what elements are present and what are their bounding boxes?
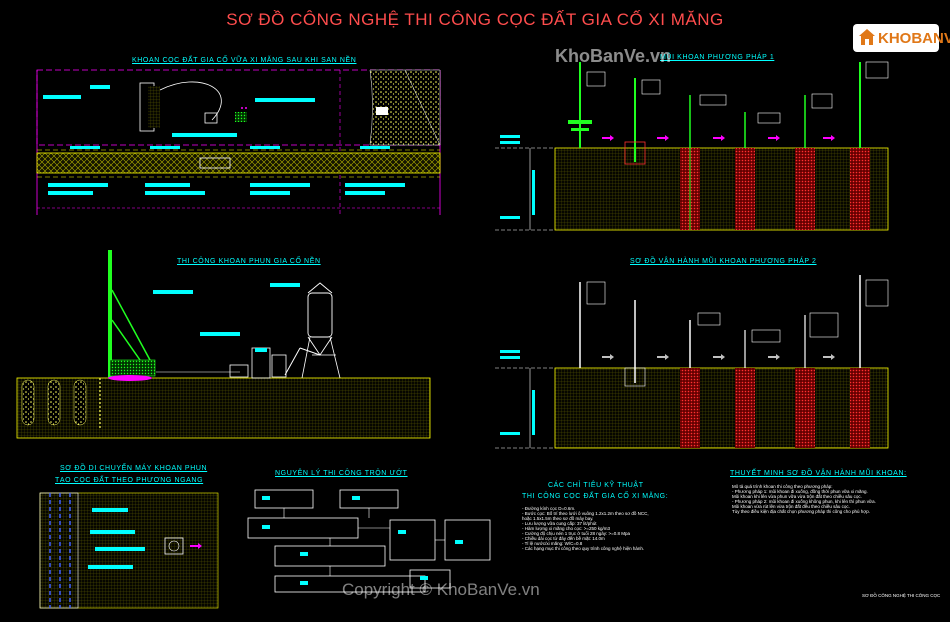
page-title: SƠ ĐỒ CÔNG NGHỆ THI CÔNG CỌC ĐẤT GIA CỐ …	[226, 10, 724, 29]
section-title-method1: MŨI KHOAN PHƯƠNG PHÁP 1	[660, 54, 775, 61]
section-title-plan: KHOAN CỌC ĐẤT GIA CỐ VỮA XI MĂNG SAU KHI…	[132, 57, 357, 64]
method1-diagram	[495, 61, 889, 231]
explain-item: Mô tả quá trình khoan thi công theo phươ…	[732, 484, 833, 489]
section-title-principle: NGUYÊN LÝ THI CÔNG TRỘN ƯỚT	[275, 470, 408, 477]
section-title-explain: THUYẾT MINH SƠ ĐỒ VẬN HÀNH MŨI KHOAN:	[730, 470, 907, 477]
spec-item: hoặc 1.5x1.5m theo sơ đồ máy bay.	[522, 516, 594, 521]
spec-item: - Đường kính cọc D=0.6m.	[522, 506, 576, 511]
drilling-rig-diagram	[16, 250, 431, 439]
section-title-spec-1: CÁC CHỈ TIÊU KỸ THUẬT	[548, 482, 644, 489]
explain-item: - Phương pháp 2: mũi khoan đi xuống khôn…	[732, 499, 876, 504]
explain-list: Mô tả quá trình khoan thi công theo phươ…	[732, 484, 876, 514]
plan-view-top	[36, 69, 441, 215]
spec-item: - Tỉ lệ nước/xi măng: W/C=0.8	[522, 541, 583, 546]
explain-item: Mũi khoan vừa rút lên vừa trộn đất đều t…	[732, 504, 850, 509]
section-title-method2: SƠ ĐỒ VẬN HÀNH MŨI KHOAN PHƯƠNG PHÁP 2	[630, 258, 817, 265]
spec-item: - Các hạng mục thi công theo quy trình c…	[522, 546, 645, 551]
spec-item: - Lưu lượng vữa cung cấp: 37 lit/phút	[522, 521, 597, 526]
explain-item: Mũi khoan khi lên vừa phun vữa vừa trộn …	[732, 494, 862, 499]
movement-plan	[39, 492, 219, 609]
watermark-top: KhoBanVe.vn	[555, 46, 672, 66]
spec-item: - Chiều dài cọc từ đáy đến bề mặt: 14.0m	[522, 536, 605, 541]
spec-item: - Hàm lượng xi măng cho cọc: >=250 kg/m3	[522, 526, 611, 531]
section-title-spec-2: THI CÔNG CỌC ĐẤT GIA CỐ XI MĂNG:	[522, 493, 669, 500]
spec-item: - Bước cọc: Bố trí theo lưới ô vuông 1.2…	[522, 511, 649, 516]
section-title-move-1: SƠ ĐỒ DI CHUYỂN MÁY KHOAN PHUN	[60, 465, 208, 472]
section-title-drilling: THI CÔNG KHOAN PHUN GIA CỐ NỀN	[177, 258, 321, 265]
logo-text: KHOBANVE	[878, 30, 950, 47]
corner-note: SƠ ĐỒ CÔNG NGHỆ THI CÔNG CỌC	[862, 593, 941, 598]
explain-item: - Phương pháp 1: mũi khoan đi xuống, đồn…	[732, 489, 868, 494]
watermark-bottom: Copyright © KhoBanVe.vn	[342, 580, 540, 599]
method2-diagram	[495, 275, 889, 449]
principle-flowchart	[247, 489, 491, 593]
explain-item: Tùy theo điều kiện địa chất chọn phương …	[732, 509, 871, 514]
section-title-move-2: TẠO CỌC ĐẤT THEO PHƯƠNG NGANG	[55, 477, 204, 484]
spec-item: - Cường độ chịu nén 1 trục ở tuổi 28 ngà…	[522, 531, 630, 536]
spec-list: - Đường kính cọc D=0.6m. - Bước cọc: Bố …	[522, 506, 649, 551]
house-logo-icon	[859, 29, 875, 45]
